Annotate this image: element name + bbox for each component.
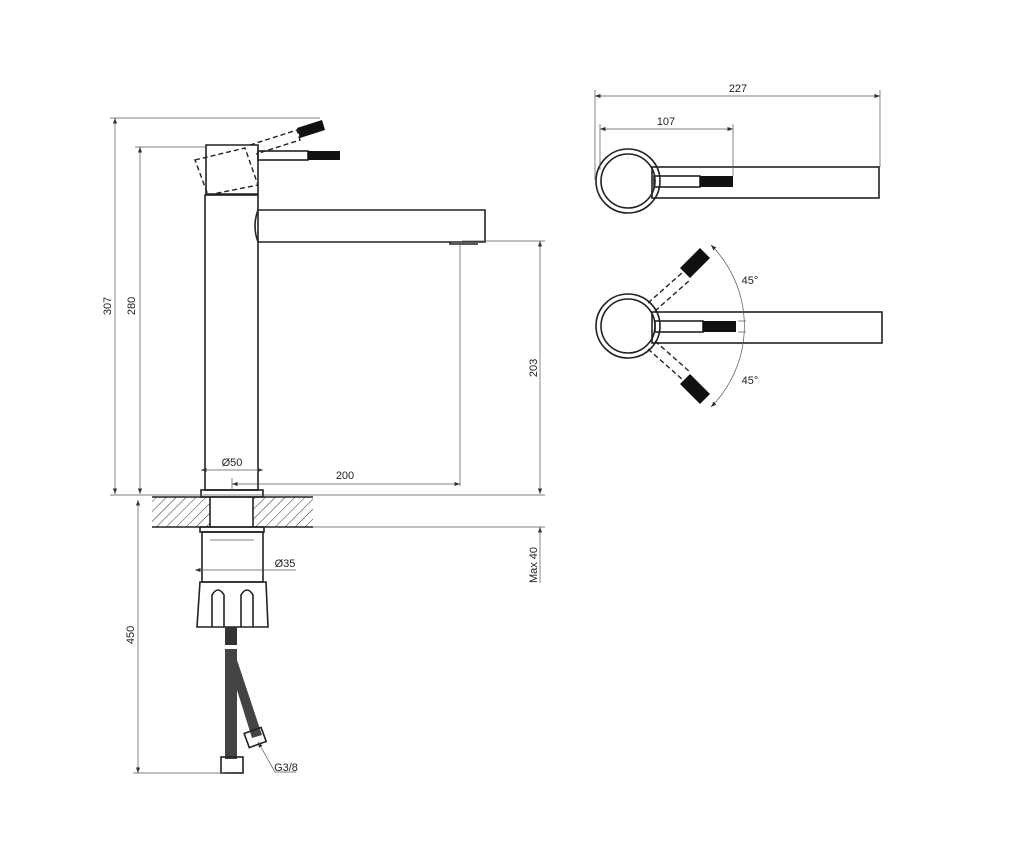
dim-spout-reach: 200 (336, 470, 354, 482)
countertop (152, 496, 313, 528)
handle-cartridge (194, 120, 340, 196)
mounting-shank (196, 526, 269, 628)
dim-max-counter: Max 40 (528, 547, 540, 583)
dim-lever-length: 107 (657, 116, 675, 128)
dim-total-height: 307 (102, 297, 114, 315)
dim-body-diameter: Ø50 (222, 457, 243, 469)
top-view-closed: 227 107 (594, 83, 881, 214)
dim-spout-height: 203 (528, 359, 540, 377)
dim-angle-right: 45° (742, 375, 759, 387)
top-view-rotation: 45° 45° (595, 244, 883, 408)
dim-hose-thread: G3/8 (274, 762, 298, 774)
dim-hose-length: 450 (125, 626, 137, 644)
faucet-body (200, 194, 486, 498)
dim-body-height: 280 (126, 297, 138, 315)
dimension-lines (110, 117, 545, 774)
dim-angle-left: 45° (742, 275, 759, 287)
side-view: 307 280 450 203 Max 40 200 Ø50 Ø35 G3/8 (102, 117, 545, 774)
supply-hoses (220, 627, 268, 774)
dim-total-length: 227 (729, 83, 747, 95)
dim-shank-diameter: Ø35 (275, 558, 296, 570)
